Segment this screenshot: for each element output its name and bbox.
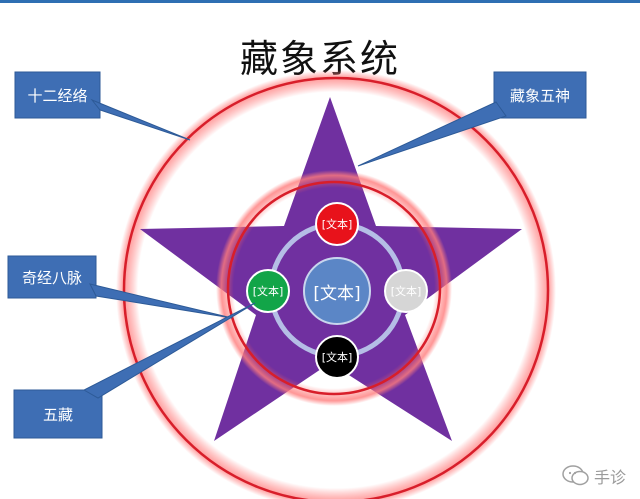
callout-box-spirits — [493, 71, 587, 119]
callout-pointer-five-zang — [82, 302, 256, 399]
callout-box-five-zang — [13, 389, 103, 439]
callout-box-extra-vessels — [7, 255, 97, 299]
outer-ring — [122, 76, 550, 499]
node-left — [246, 269, 290, 313]
callout-pointer-meridians — [90, 98, 191, 141]
inner-ring — [226, 180, 442, 396]
node-top — [315, 202, 359, 246]
node-right — [384, 269, 428, 313]
callout-pointer-spirits — [357, 101, 507, 167]
watermark-text: 手诊 — [593, 468, 626, 487]
callout-pointer-extra-vessels — [89, 283, 233, 319]
chat-bubbles-icon — [562, 465, 589, 486]
center-node — [303, 257, 371, 325]
top-accent-bar — [0, 0, 640, 3]
callout-box-meridians — [14, 71, 101, 119]
node-bottom — [315, 335, 359, 379]
watermark: 手诊 — [562, 463, 626, 489]
